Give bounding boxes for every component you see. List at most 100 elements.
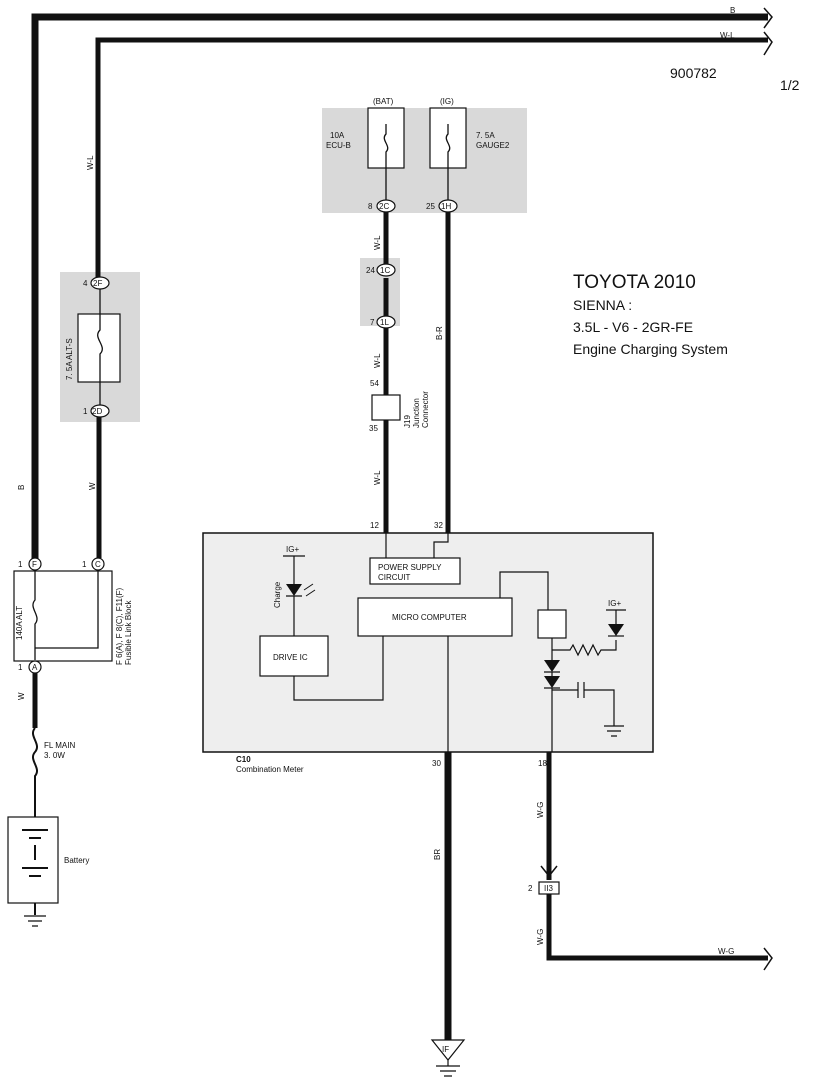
- diode-right: [608, 624, 624, 636]
- charge-led: [286, 584, 302, 596]
- connector-1c-label: 1C: [380, 266, 390, 275]
- micro-computer: [357, 597, 513, 637]
- wire-wl-inner: [97, 39, 768, 279]
- fuse-ecu-b-rating: 10A: [330, 131, 345, 140]
- wire-b: [31, 13, 768, 565]
- ground-point-if: [430, 1039, 466, 1061]
- junction-id: J19: [403, 415, 412, 428]
- sense-block: [537, 609, 567, 639]
- power-supply-circuit: [369, 557, 461, 585]
- connector-2f-label: 2F: [93, 279, 102, 288]
- title-engine: 3.5L - V6 - 2GR-FE: [573, 319, 693, 335]
- fuse-ecu-b: [367, 107, 405, 169]
- connector-c-label: C: [95, 560, 101, 569]
- pin-32: 32: [434, 521, 443, 530]
- connector-1h-label: 1H: [441, 202, 451, 211]
- fl-main-rating: 3. 0W: [44, 751, 65, 760]
- diode-lower-bar: [544, 687, 560, 752]
- ground-meter: [604, 725, 624, 737]
- drive-ic: [259, 635, 329, 677]
- wire-wg-bottom-outer: [546, 894, 768, 961]
- diode-lower: [544, 676, 560, 688]
- fusible-link-block: [13, 570, 113, 662]
- charge-label: Charge: [273, 581, 282, 608]
- wire-wl-mid3-label: W-L: [373, 470, 382, 485]
- fuse-ecu-b-circuit: (BAT): [373, 97, 394, 106]
- micro-to-sense-wire: [499, 571, 549, 610]
- led-emission-icon: [303, 583, 316, 597]
- doc-number: 900782: [670, 65, 717, 81]
- resistor: [552, 640, 617, 657]
- connector-1c: [376, 263, 396, 277]
- fuse-alt-label: 140A ALT: [15, 606, 24, 640]
- charge-lamp-feed: [283, 555, 305, 584]
- title-model: SIENNA :: [573, 297, 632, 313]
- title-make-year: TOYOTA 2010: [573, 272, 696, 293]
- capacitor: [552, 682, 615, 726]
- pin-25: 25: [426, 202, 435, 211]
- connector-2d-label: 2D: [92, 407, 102, 416]
- pin-1f: 1: [18, 560, 23, 569]
- igp-right: IG+: [608, 599, 621, 608]
- battery-symbol: [22, 829, 48, 915]
- meter-name: Combination Meter: [236, 765, 304, 774]
- wire-break-wg: [763, 947, 773, 971]
- fusible-link-element: [32, 571, 99, 660]
- wire-wl-top-label: W-L: [720, 31, 735, 40]
- drive-ic-wiring: [293, 636, 384, 701]
- title-system: Engine Charging System: [573, 341, 728, 357]
- fusible-block-label-2: Fusible Link Block: [124, 600, 133, 665]
- wire-break-wl: [763, 31, 773, 56]
- junction-label-2: Connector: [421, 391, 430, 428]
- connector-a-label: A: [32, 663, 38, 672]
- pin-2: 2: [528, 884, 533, 893]
- wire-wg-right-label: W-G: [718, 947, 734, 956]
- fuse-alt-s-label: 7. 5A ALT-S: [65, 338, 74, 380]
- wire-wg-vert-label: W-G: [536, 802, 545, 818]
- fl-main-link: [32, 727, 38, 817]
- pin-1a-block: 1: [18, 663, 23, 672]
- pin-12: 12: [370, 521, 379, 530]
- fuse-gauge2-element: [445, 124, 451, 200]
- igp-right-feed: [606, 609, 626, 624]
- pin-54: 54: [370, 379, 379, 388]
- fl-main-name: FL MAIN: [44, 741, 75, 750]
- wire-wg-vert2-label: W-G: [536, 929, 545, 945]
- wire-wl-mid2-label: W-L: [373, 353, 382, 368]
- wire-w-bottom-label: W: [17, 692, 26, 700]
- wire-br-mid-label: B-R: [435, 326, 444, 340]
- connector-c: [91, 557, 105, 571]
- pin-8: 8: [368, 202, 373, 211]
- junction-label-1: Junction: [412, 398, 421, 428]
- connector-f: [28, 557, 42, 571]
- connector-1l-label: 1L: [380, 318, 389, 327]
- ground-battery: [24, 915, 46, 927]
- wire-wl-mid1-label: W-L: [373, 235, 382, 250]
- connector-f-label: F: [32, 560, 37, 569]
- drive-ic-label: DRIVE IC: [273, 653, 308, 662]
- fuse-gauge2-name: GAUGE2: [476, 141, 510, 150]
- junction-connector-j19: [371, 394, 401, 421]
- power-supply-label-1: POWER SUPPLY: [378, 563, 442, 572]
- pin-7: 7: [370, 318, 375, 327]
- fuse-ecu-b-element: [383, 124, 389, 200]
- igp-left: IG+: [286, 545, 299, 554]
- pin-4: 4: [83, 279, 88, 288]
- diode-upper-bar: [544, 671, 560, 676]
- pin-1c: 1: [82, 560, 87, 569]
- diode-upper: [544, 660, 560, 672]
- fuse-gauge2-circuit: (IG): [440, 97, 454, 106]
- wire-w-left-label: W: [88, 482, 97, 490]
- wire-wg-bottom-inner: [548, 894, 768, 959]
- power-supply-wiring: [385, 533, 449, 558]
- pin-35: 35: [369, 424, 378, 433]
- pin-1a: 1: [83, 407, 88, 416]
- wire-br-bottom-label: BR: [433, 849, 442, 860]
- fuse-gauge2-rating: 7. 5A: [476, 131, 495, 140]
- pin-18: 18: [538, 759, 547, 768]
- fuse-ecu-b-name: ECU-B: [326, 141, 351, 150]
- ground-point-if-label: IF: [442, 1045, 449, 1054]
- fuse-alt-s: [77, 313, 121, 383]
- fuse-box-shading: [322, 108, 527, 213]
